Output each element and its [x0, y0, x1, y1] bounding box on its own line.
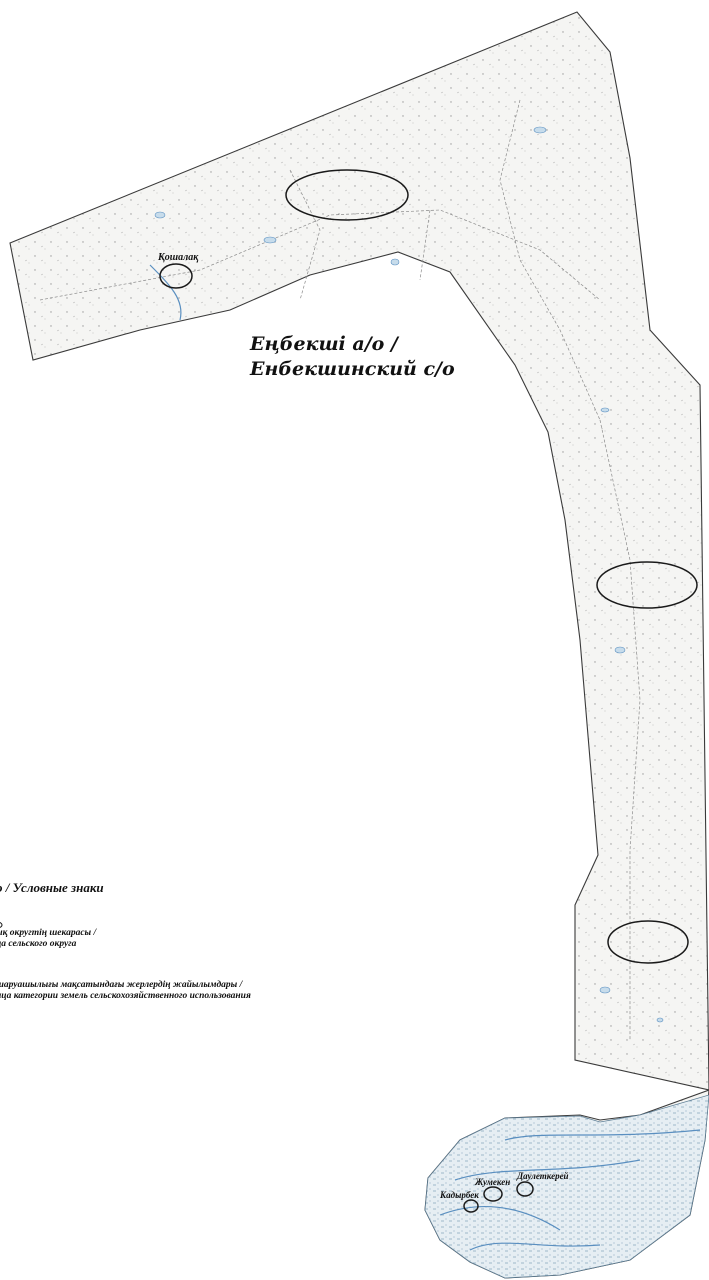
- settlement-label-koshalak[interactable]: Қошалақ: [158, 252, 199, 263]
- legend-title: о / Условные знаки: [0, 880, 104, 895]
- settlement-ring-koshalak[interactable]: [159, 263, 193, 289]
- region-name-kz: Еңбекші а/о /: [250, 333, 398, 355]
- pasture-ellipse-2[interactable]: [596, 561, 698, 609]
- pasture-ellipse-3[interactable]: [607, 920, 689, 964]
- settlement-ring-kadyrbek[interactable]: [463, 1199, 479, 1213]
- settlement-label-zhumeken[interactable]: Жумекен: [475, 1177, 511, 1187]
- settlement-ring-zhumeken[interactable]: [483, 1186, 503, 1202]
- legend-item-pasture-line1: шаруашылығы мақсатындағы жерлердің жайыл…: [0, 980, 243, 990]
- settlement-label-kadyrbek[interactable]: Кадырбек: [440, 1190, 479, 1200]
- lakes: [154, 126, 664, 1023]
- delta-marsh: [424, 1094, 709, 1279]
- pasture-markers[interactable]: [159, 169, 698, 1213]
- region-title: Еңбекші а/о / Енбекшинский с/о: [250, 332, 455, 382]
- pasture-ellipse-1[interactable]: [285, 169, 409, 221]
- rivers: [149, 264, 701, 1251]
- legend-item-boundary-line1: ық округтің шекарасы /: [0, 928, 97, 938]
- legend-item-boundary: ық округтің шекарасы / ца сельского окру…: [0, 928, 96, 950]
- settlement-ring-dauletkerey[interactable]: [516, 1181, 534, 1197]
- legend-item-pasture: шаруашылығы мақсатындағы жерлердің жайыл…: [0, 980, 251, 1002]
- district-boundary[interactable]: [9, 11, 709, 1279]
- roads: [39, 99, 641, 1040]
- legend-item-boundary-line2: ца сельского округа: [0, 939, 77, 949]
- region-name-ru: Енбекшинский с/о: [250, 358, 455, 380]
- legend-symbols: [0, 922, 3, 928]
- legend-item-pasture-line2: ица категории земель сельскохозяйственно…: [0, 991, 251, 1001]
- settlement-label-dauletkerey[interactable]: Даулеткерей: [517, 1171, 569, 1181]
